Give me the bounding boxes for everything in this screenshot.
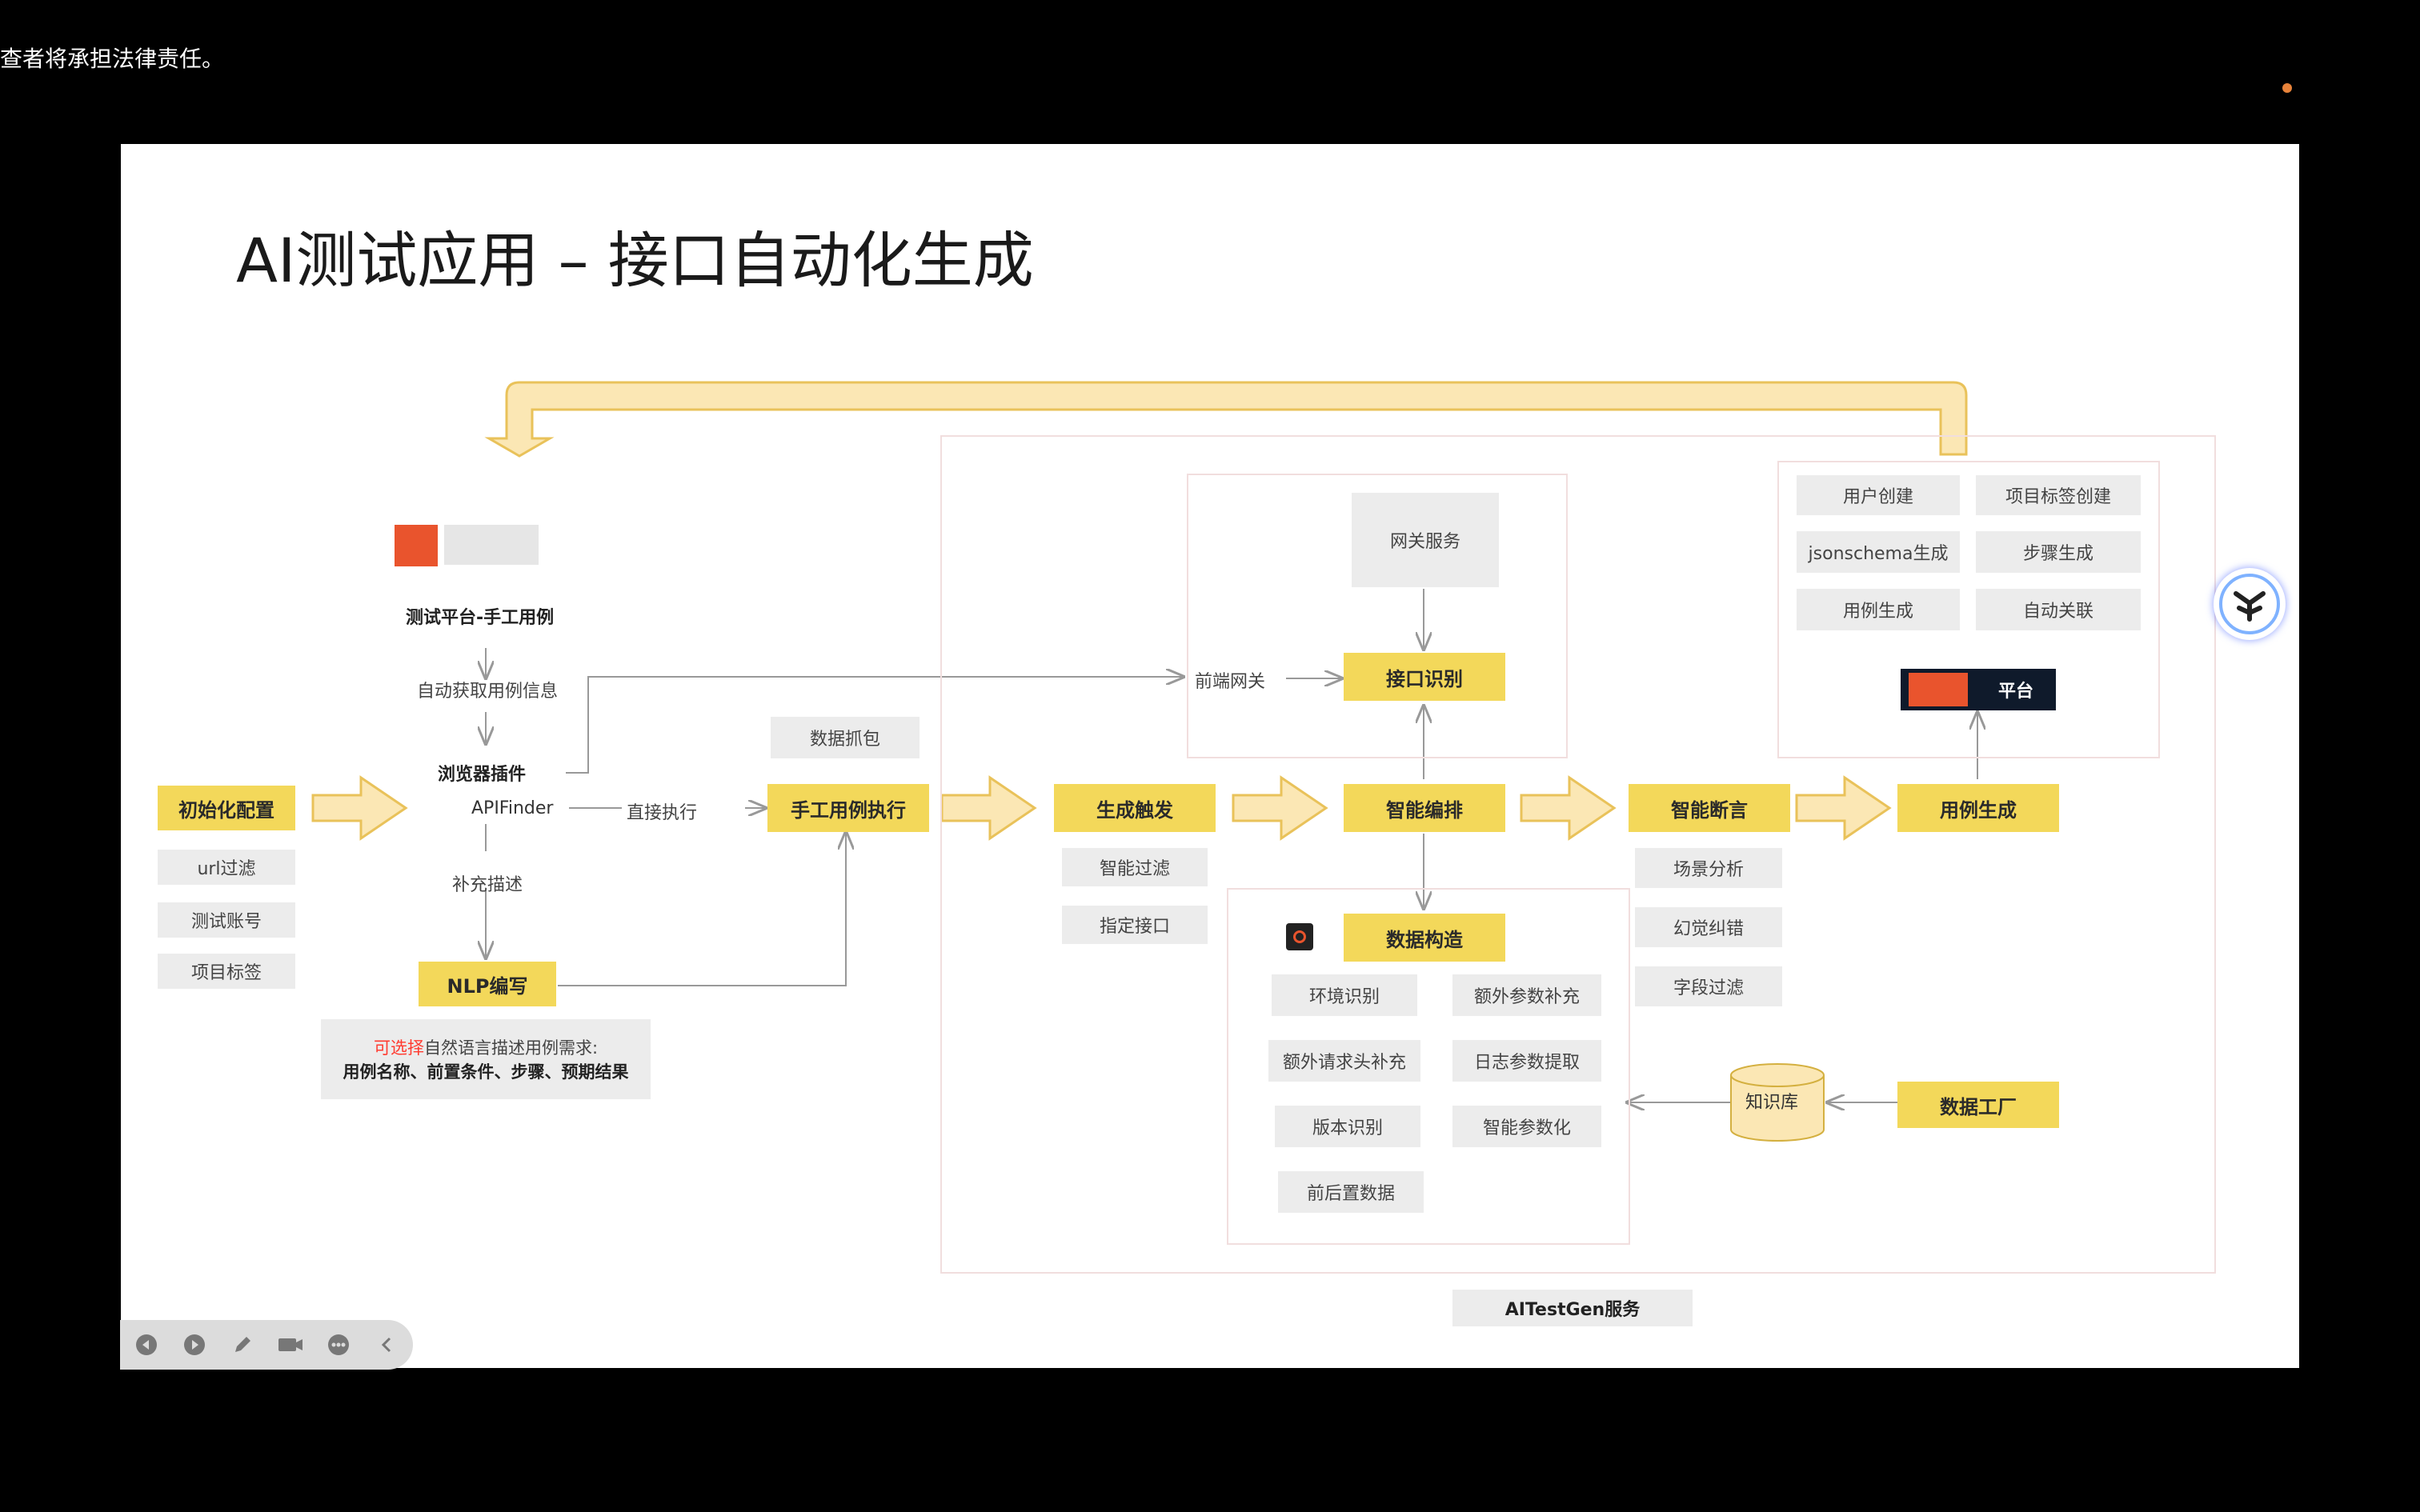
note-line2: 用例名称、前置条件、步骤、预期结果 [343, 1062, 629, 1082]
pen-icon[interactable] [227, 1330, 258, 1360]
construct-item-extra-param: 额外参数补充 [1452, 974, 1601, 1016]
trigger-item-filter: 智能过滤 [1062, 848, 1208, 886]
manual-exec-box: 手工用例执行 [767, 784, 929, 832]
platform-badge: 平台 [1901, 669, 2056, 710]
gateway-frame [1187, 474, 1568, 758]
gen-item-tag: 项目标签创建 [1976, 475, 2141, 515]
recording-dot [2282, 83, 2292, 93]
direct-exec-label: 直接执行 [627, 803, 698, 823]
construct-item-param: 智能参数化 [1452, 1106, 1601, 1147]
init-item-url: url过滤 [158, 850, 295, 885]
nlp-note: 可选择自然语言描述用例需求: 用例名称、前置条件、步骤、预期结果 [321, 1019, 651, 1099]
service-frame [940, 435, 2216, 1274]
flow-arrow-3 [1232, 775, 1328, 841]
knowledge-base-cylinder [1730, 1063, 1825, 1142]
slide-title: AI测试应用 – 接口自动化生成 [236, 225, 1034, 296]
smart-assert-box: 智能断言 [1629, 784, 1790, 832]
smart-orchestrate-box: 智能编排 [1344, 784, 1505, 832]
frontend-gateway-label: 前端网关 [1195, 672, 1266, 692]
platform-badge-logo [1909, 673, 1968, 706]
feedback-loop-arrow [484, 381, 1968, 458]
assistant-fab[interactable] [2214, 568, 2286, 640]
data-construct-box: 数据构造 [1344, 914, 1505, 962]
connectors [311, 381, 2299, 1142]
note-optional: 可选择 [373, 1038, 424, 1058]
assert-item-scene: 场景分析 [1635, 848, 1782, 888]
platform-logo [395, 525, 438, 566]
assert-item-field: 字段过滤 [1635, 966, 1782, 1006]
collapse-icon[interactable] [371, 1330, 402, 1360]
init-config-box: 初始化配置 [158, 786, 295, 830]
platform-badge-text: 平台 [1998, 682, 2034, 702]
more-icon[interactable] [323, 1330, 354, 1360]
case-gen-box: 用例生成 [1897, 784, 2059, 832]
apifinder-label: APIFinder [471, 798, 554, 818]
browser-plugin-label: 浏览器插件 [438, 765, 527, 785]
platform-label: 测试平台-手工用例 [406, 608, 555, 628]
flow-arrow-4 [1520, 775, 1617, 841]
nlp-box: NLP编写 [419, 962, 556, 1006]
prev-icon[interactable] [131, 1330, 162, 1360]
construct-logo-icon [1286, 923, 1313, 950]
gen-item-user: 用户创建 [1797, 475, 1960, 515]
camera-icon[interactable] [275, 1330, 306, 1360]
platform-logo-blur [444, 525, 539, 565]
flow-arrow-2 [940, 775, 1037, 841]
knowledge-base-label: 知识库 [1745, 1093, 1799, 1113]
data-capture-box: 数据抓包 [771, 717, 920, 758]
init-item-tag: 项目标签 [158, 954, 295, 989]
gen-item-steps: 步骤生成 [1976, 531, 2141, 573]
casegen-frame [1777, 461, 2160, 758]
gen-trigger-box: 生成触发 [1054, 784, 1216, 832]
gateway-service-box: 网关服务 [1352, 493, 1499, 587]
gen-item-case: 用例生成 [1797, 589, 1960, 630]
gen-item-link: 自动关联 [1976, 589, 2141, 630]
construct-item-extra-header: 额外请求头补充 [1268, 1040, 1420, 1082]
flow-arrow-1 [311, 775, 408, 841]
presentation-toolbar [120, 1320, 413, 1370]
data-factory-box: 数据工厂 [1897, 1082, 2059, 1128]
construct-frame [1227, 888, 1630, 1245]
construct-item-version: 版本识别 [1275, 1106, 1420, 1147]
construct-item-log-param: 日志参数提取 [1452, 1040, 1601, 1082]
note-rest: 自然语言描述用例需求: [423, 1038, 599, 1058]
gen-item-schema: jsonschema生成 [1797, 531, 1960, 573]
slide: AI测试应用 – 接口自动化生成 [121, 144, 2299, 1368]
api-identify-box: 接口识别 [1344, 653, 1505, 701]
trigger-item-specify: 指定接口 [1062, 906, 1208, 944]
supplement-label: 补充描述 [452, 875, 523, 895]
assert-item-hallucination: 幻觉纠错 [1635, 907, 1782, 947]
service-name-label: AITestGen服务 [1452, 1290, 1693, 1326]
construct-item-prepost: 前后置数据 [1278, 1171, 1424, 1213]
flow-arrow-5 [1795, 775, 1892, 841]
notice-text: 查者将承担法律责任。 [0, 46, 225, 72]
assistant-icon [2219, 574, 2280, 634]
play-icon[interactable] [179, 1330, 210, 1360]
init-item-account: 测试账号 [158, 902, 295, 938]
construct-item-env: 环境识别 [1272, 974, 1417, 1016]
auto-fetch-label: 自动获取用例信息 [417, 682, 559, 702]
